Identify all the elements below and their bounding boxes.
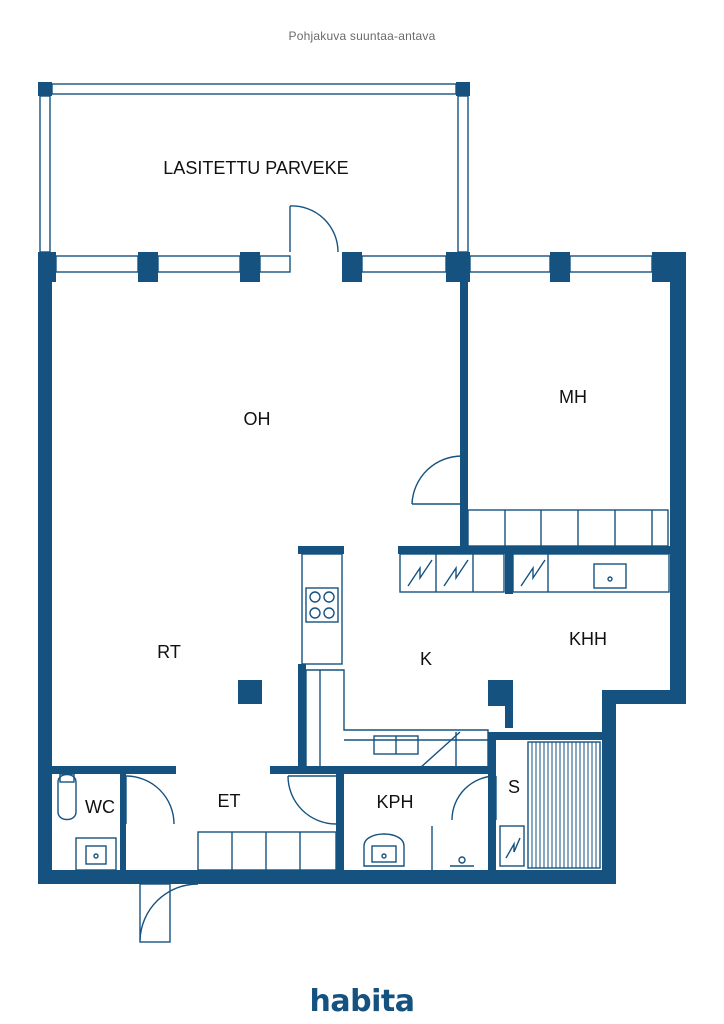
room-label-sauna: S: [508, 777, 520, 797]
wc-sink-basin: [85, 845, 107, 865]
entry-closet: [197, 831, 337, 871]
pillar: [652, 252, 686, 282]
toilet: [57, 773, 77, 821]
window: [259, 255, 291, 273]
wc-door-swing: [125, 775, 175, 825]
front-door-leaf: [139, 883, 171, 943]
shower-head: [458, 856, 466, 864]
balcony-glazing-east: [457, 95, 469, 253]
fixtures: [39, 83, 670, 943]
room-label-balcony: LASITETTU PARVEKE: [163, 158, 348, 178]
wall-kitchen-top-left: [298, 546, 344, 554]
wall-notch: [602, 690, 686, 704]
pillar: [446, 252, 470, 282]
front-door-swing: [139, 883, 199, 941]
wall-south: [38, 870, 494, 884]
pillar: [38, 252, 56, 282]
pillar: [550, 252, 570, 282]
pillar: [456, 82, 470, 96]
wc-sink: [75, 837, 117, 871]
stove: [305, 587, 339, 623]
balcony-glazing-west: [39, 95, 51, 253]
sauna-bench-slats: [531, 742, 597, 868]
kitchen-counter-bottom: [305, 669, 489, 769]
room-label-kitchen: K: [420, 649, 432, 669]
bathroom-door-swing: [287, 775, 337, 825]
kitchen-cabinets: [399, 553, 505, 593]
plan-caption: Pohjakuva suuntaa-antava: [288, 29, 436, 43]
pillar: [342, 252, 362, 282]
wall-bath-top: [270, 766, 496, 774]
window: [157, 255, 241, 273]
wall-west: [38, 252, 52, 884]
pillar: [38, 82, 52, 96]
room-label-bedroom: MH: [559, 387, 587, 407]
bathroom-sink-basin: [371, 845, 397, 863]
freezer-symbol: [443, 559, 469, 587]
room-label-utility: KHH: [569, 629, 607, 649]
bedroom-door-swing: [411, 455, 463, 505]
room-label-toilet: WC: [85, 797, 115, 817]
room-label-entry: ET: [217, 791, 240, 811]
dishwasher-symbol: [419, 731, 461, 769]
utility-drain: [607, 576, 613, 582]
wall-kitchen-west: [298, 664, 306, 772]
bedroom-wardrobe: [467, 509, 669, 547]
sauna-stove-symbol: [505, 837, 521, 859]
utility-sink: [593, 563, 627, 589]
utility-counter: [512, 553, 670, 593]
wall-south-sauna: [494, 870, 616, 884]
sauna-door-swing: [451, 775, 497, 821]
pillar: [488, 680, 513, 706]
room-label-bathroom: KPH: [376, 792, 413, 812]
kitchen-counter-left: [301, 553, 343, 665]
bathroom-sink: [363, 833, 405, 867]
habita-logo: habita: [309, 984, 415, 1019]
wall-utility-divider: [505, 548, 513, 594]
window: [569, 255, 653, 273]
wall-kitchen-top: [398, 546, 670, 554]
wall-sauna-east: [602, 690, 616, 884]
toilet-tank: [59, 773, 75, 783]
wall-wc-east: [120, 766, 126, 884]
balcony-glazing-top: [51, 83, 457, 95]
pillar: [240, 252, 260, 282]
window: [361, 255, 447, 273]
dryer-symbol: [520, 559, 546, 587]
wall-east: [670, 252, 686, 704]
balcony-door-swing: [289, 205, 339, 253]
wall-bedroom-west: [460, 252, 468, 548]
wall-sauna-west: [488, 736, 496, 876]
wall-wc-top: [38, 766, 176, 774]
walls: [38, 82, 686, 884]
window: [469, 255, 551, 273]
pillar: [138, 252, 158, 282]
window: [55, 255, 139, 273]
room-label-dining: RT: [157, 642, 181, 662]
fridge-symbol: [407, 559, 433, 587]
room-label-living: OH: [244, 409, 271, 429]
wall-sauna-top: [488, 732, 608, 740]
wall-bath-west: [336, 766, 344, 876]
pillar: [238, 680, 262, 704]
sauna-stove: [499, 825, 525, 867]
